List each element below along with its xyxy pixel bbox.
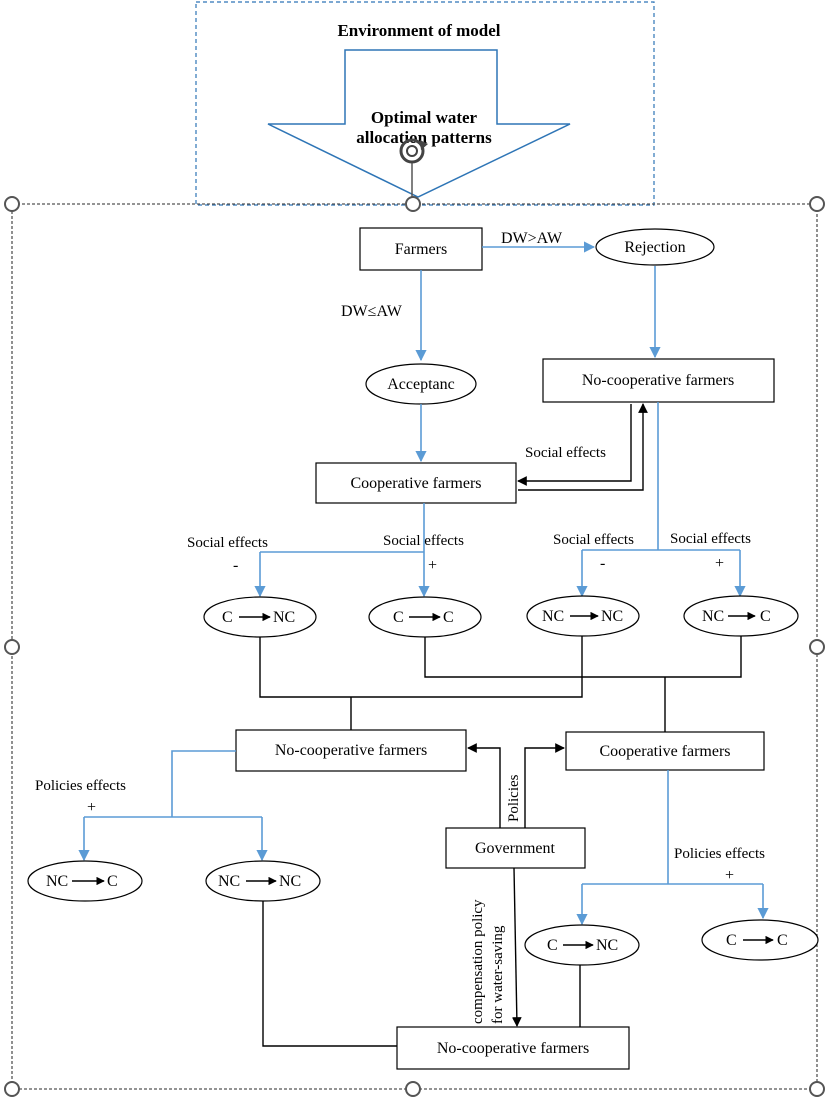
social-effects-label-4: Social effects bbox=[670, 531, 751, 547]
acceptance-label: Acceptanc bbox=[387, 376, 455, 393]
dw-gt-aw-label: DW>AW bbox=[501, 230, 563, 247]
resize-handle-icon[interactable] bbox=[4, 639, 20, 655]
compensation-label-line2: for water-saving bbox=[490, 925, 506, 1024]
no-coop-top-label: No-cooperative farmers bbox=[582, 372, 734, 389]
compensation-label-line1: compensation policy bbox=[470, 899, 486, 1024]
social-loop-to-coop bbox=[517, 404, 632, 486]
left-to-bottom-connector bbox=[262, 901, 397, 1047]
minus-sign-1: - bbox=[233, 557, 238, 574]
transition-nc-c-left: NC C bbox=[27, 860, 143, 902]
social-effects-loop-label: Social effects bbox=[525, 445, 606, 461]
transition-to-label: NC bbox=[596, 937, 618, 954]
social-effects-label-2: Social effects bbox=[383, 533, 464, 549]
resize-handle-icon[interactable] bbox=[405, 196, 421, 212]
social-effects-label-3: Social effects bbox=[553, 532, 634, 548]
rejection-ellipse bbox=[595, 228, 715, 266]
government-to-bottom bbox=[511, 867, 522, 1027]
minus-sign-2: - bbox=[600, 555, 605, 572]
arrow-label-line2: allocation patterns bbox=[356, 128, 492, 147]
coop-top-box bbox=[315, 462, 517, 504]
transition-from-label: C bbox=[726, 932, 737, 949]
plus-sign-2: + bbox=[715, 555, 724, 572]
policies-effects-left-label: Policies effects bbox=[35, 778, 126, 794]
transition-to-label: C bbox=[443, 609, 454, 626]
coop-mid-label: Cooperative farmers bbox=[599, 743, 730, 760]
policies-to-coop bbox=[524, 743, 565, 828]
rejection-label: Rejection bbox=[624, 239, 685, 256]
transition-to-label: NC bbox=[601, 608, 623, 625]
transition-from-label: C bbox=[547, 937, 558, 954]
transition-nc-nc-1: NC NC bbox=[526, 595, 640, 637]
resize-handle-icon[interactable] bbox=[809, 196, 825, 212]
transition-c-nc-1: C NC bbox=[203, 596, 317, 638]
plus-sign-3: + bbox=[87, 799, 96, 816]
coop-mid-box bbox=[565, 731, 765, 771]
plus-sign-4: + bbox=[725, 867, 734, 884]
resize-handle-icon[interactable] bbox=[4, 1081, 20, 1097]
transition-from-label: NC bbox=[702, 608, 724, 625]
social-loop-to-no-coop bbox=[518, 403, 648, 491]
policies-effects-right-label: Policies effects bbox=[674, 846, 765, 862]
transition-from-label: C bbox=[393, 609, 404, 626]
environment-title: Environment of model bbox=[337, 21, 500, 40]
policies-label: Policies bbox=[506, 774, 522, 822]
selection-frame bbox=[11, 203, 818, 1090]
transition-from-label: NC bbox=[218, 873, 240, 890]
social-effects-label-1: Social effects bbox=[187, 535, 268, 551]
transition-to-label: C bbox=[777, 932, 788, 949]
transition-nc-nc-left: NC NC bbox=[205, 860, 321, 902]
transition-c-c-right: C C bbox=[701, 919, 819, 961]
environment-frame bbox=[195, 1, 655, 206]
policies-to-no-coop bbox=[467, 743, 501, 828]
coop-top-label: Cooperative farmers bbox=[350, 475, 481, 492]
transition-from-label: NC bbox=[542, 608, 564, 625]
transition-to-label: C bbox=[107, 873, 118, 890]
no-coop-mid-label: No-cooperative farmers bbox=[275, 742, 427, 759]
transition-to-label: NC bbox=[279, 873, 301, 890]
no-coop-mid-branch bbox=[171, 750, 236, 817]
transition-nc-c-1: NC C bbox=[683, 595, 799, 637]
resize-handle-icon[interactable] bbox=[4, 196, 20, 212]
government-box bbox=[445, 827, 586, 869]
farmers-label: Farmers bbox=[395, 241, 447, 258]
no-coop-mid-box bbox=[235, 729, 467, 772]
dw-le-aw-label: DW≤AW bbox=[341, 303, 403, 320]
merge-to-coop bbox=[424, 636, 742, 678]
no-coop-bottom-label: No-cooperative farmers bbox=[437, 1040, 589, 1057]
optimal-allocation-arrow bbox=[267, 49, 571, 198]
transition-c-c-1: C C bbox=[368, 596, 482, 638]
resize-handle-icon[interactable] bbox=[405, 1081, 421, 1097]
no-coop-bottom-box bbox=[396, 1026, 630, 1070]
plus-sign-1: + bbox=[428, 557, 437, 574]
transition-from-label: NC bbox=[46, 873, 68, 890]
resize-handle-icon[interactable] bbox=[809, 1081, 825, 1097]
merge-to-no-coop bbox=[259, 636, 583, 698]
transition-to-label: NC bbox=[273, 609, 295, 626]
transition-from-label: C bbox=[222, 609, 233, 626]
no-coop-top-box bbox=[542, 358, 775, 403]
rotate-handle-icon[interactable] bbox=[399, 138, 428, 164]
arrow-label-line1: Optimal water bbox=[371, 108, 478, 127]
transition-to-label: C bbox=[760, 608, 771, 625]
resize-handle-icon[interactable] bbox=[809, 639, 825, 655]
transition-c-nc-right: C NC bbox=[524, 924, 640, 966]
government-label: Government bbox=[475, 840, 556, 857]
